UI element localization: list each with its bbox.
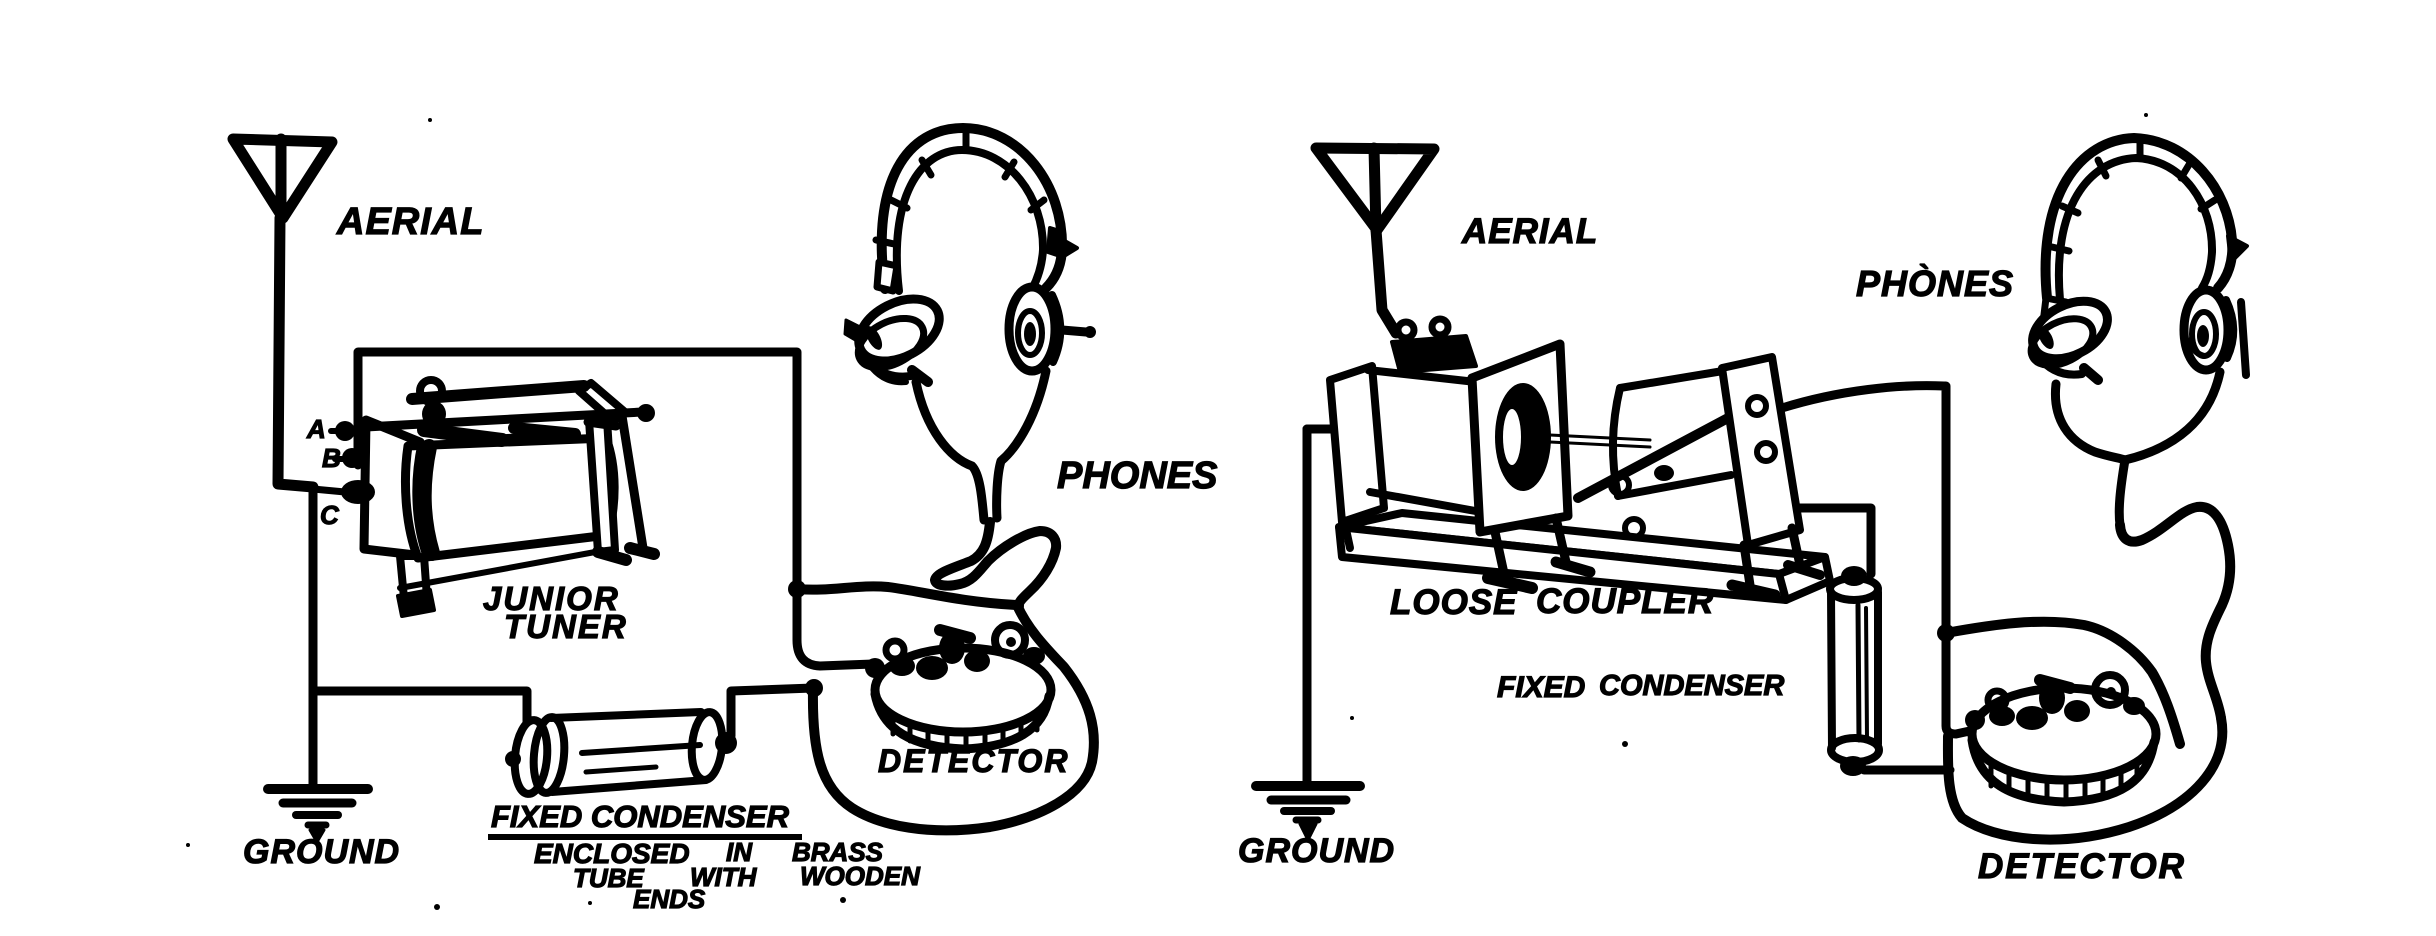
svg-text:FIXED CONDENSER: FIXED CONDENSER xyxy=(491,799,790,834)
svg-text:GROUND: GROUND xyxy=(243,833,400,871)
svg-text:FIXED: FIXED xyxy=(1497,671,1585,704)
svg-text:DETECTOR: DETECTOR xyxy=(878,743,1069,779)
svg-text:CONDENSER: CONDENSER xyxy=(1599,670,1784,702)
svg-text:GROUND: GROUND xyxy=(1238,832,1395,870)
svg-text:PHÒNES: PHÒNES xyxy=(1856,263,2014,304)
svg-text:ENDS: ENDS xyxy=(633,884,706,914)
svg-text:TUBE: TUBE xyxy=(573,863,644,893)
svg-text:JUNIOR: JUNIOR xyxy=(483,580,620,617)
svg-text:AERIAL: AERIAL xyxy=(336,201,484,243)
svg-text:BRASS: BRASS xyxy=(792,837,884,867)
svg-text:WITH: WITH xyxy=(690,862,758,892)
svg-text:PHONES: PHONES xyxy=(1057,455,1217,497)
svg-text:AERIAL: AERIAL xyxy=(1461,212,1598,251)
svg-text:ENCLOSED: ENCLOSED xyxy=(534,838,690,869)
svg-text:COUPLER: COUPLER xyxy=(1536,582,1714,621)
svg-text:C: C xyxy=(320,500,340,530)
svg-text:LOOSE: LOOSE xyxy=(1390,583,1518,622)
svg-text:A: A xyxy=(306,414,326,444)
svg-text:B: B xyxy=(322,443,341,473)
svg-text:WOODEN: WOODEN xyxy=(800,861,921,891)
svg-text:TUNER: TUNER xyxy=(504,608,628,645)
svg-text:DETECTOR: DETECTOR xyxy=(1978,847,2186,886)
svg-text:IN: IN xyxy=(726,837,753,867)
